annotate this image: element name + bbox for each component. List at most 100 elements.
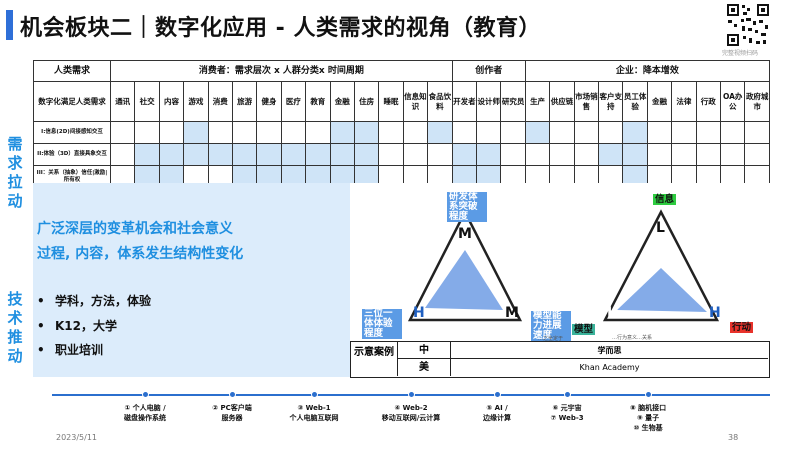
matrix-cell [573, 121, 600, 144]
matrix-cell [719, 121, 746, 144]
matrix-cell [695, 143, 722, 166]
matrix-cell [476, 143, 502, 166]
tag-action: 行动 [730, 322, 754, 333]
timeline-label-line: ⑤ AI / [486, 404, 508, 412]
side-label-demand: 需求拉动 [7, 135, 23, 210]
matrix-cell [256, 165, 282, 188]
timeline-dot [494, 391, 501, 398]
table-category-row: 数字化满足人类需求 通讯社交内容游戏消费旅游健身医疗教育金融住房睡眠信息知识食品… [33, 81, 770, 122]
category-header: 通讯 [109, 81, 136, 122]
category-header: 政府城市 [744, 81, 770, 122]
matrix-cell [329, 121, 355, 144]
matrix-cell [256, 121, 282, 144]
timeline-label: ④ Web-2 移动互联网/云计算 [382, 403, 441, 423]
qr-code-icon[interactable] [726, 3, 770, 47]
page-title: 机会板块二｜数字化应用 - 人类需求的视角（教育） [20, 16, 541, 41]
timeline-label-line: ⑩ 生物基 [633, 424, 663, 432]
matrix-cell [549, 121, 575, 144]
row-label: 数字化满足人类需求 [33, 81, 111, 122]
matrix-cell [329, 143, 355, 166]
matrix-cell [134, 121, 160, 144]
category-header: 客户支持 [598, 81, 624, 122]
matrix-cell [744, 121, 770, 144]
needs-matrix-table: 人类需求 消费者：需求层次 x 人群分类x 时间周期 创作者 企业：降本增效 数… [33, 60, 771, 188]
category-header: 信息知识 [402, 81, 429, 122]
left-radar-fill [425, 250, 503, 310]
right-left-level: H [607, 305, 619, 321]
matrix-cell [646, 121, 673, 144]
matrix-cell [598, 121, 624, 144]
matrix-cell [231, 121, 258, 144]
diagram-note: …之全定于 [538, 336, 564, 342]
matrix-cell [476, 121, 502, 144]
matrix-cell [549, 143, 575, 166]
matrix-cell [524, 143, 551, 166]
case-label: 示意案例 [351, 342, 398, 376]
matrix-cell [158, 143, 185, 166]
matrix-cell [280, 121, 307, 144]
page-number: 38 [728, 433, 739, 442]
timeline-label: ⑤ AI /边缘计算 [483, 403, 511, 423]
tag-trinity-experience: 三位一体体验程度 [362, 309, 402, 339]
matrix-cell [451, 165, 478, 188]
matrix-cell [719, 143, 746, 166]
matrix-cell [622, 143, 648, 166]
matrix-cell [500, 121, 526, 144]
category-header: 消费 [207, 81, 233, 122]
level-row: I:信息(2D)间接感知交互 [33, 121, 770, 144]
right-top-level: L [656, 220, 665, 236]
matrix-cell [305, 143, 331, 166]
matrix-cell [378, 143, 404, 166]
matrix-cell [378, 121, 404, 144]
timeline-label-line: ⑨ 量子 [636, 414, 660, 422]
table-header-row: 人类需求 消费者：需求层次 x 人群分类x 时间周期 创作者 企业：降本增效 [33, 60, 771, 82]
timeline-label-line: ⑧ 脑机接口 [629, 404, 667, 412]
matrix-cell [280, 143, 307, 166]
timeline-label-line: ① 个人电脑 / [124, 404, 166, 412]
matrix-cell [622, 121, 648, 144]
triangle-diagrams: M H M L H H [407, 209, 721, 322]
overlay-headline-2: 过程, 内容，体系发生结构性变化 [37, 246, 244, 262]
matrix-cell [183, 121, 209, 144]
timeline-label: ② PC客户端服务器 [212, 403, 252, 423]
category-header: 内容 [158, 81, 185, 122]
matrix-cell [183, 143, 209, 166]
timeline-dot [142, 391, 149, 398]
category-header: 生产 [524, 81, 551, 122]
timeline-label: ⑧ 脑机接口 ⑨ 量子 ⑩ 生物基 [630, 403, 666, 433]
left-top-level: M [458, 226, 472, 242]
timeline-label-line: ⑥ 元宇宙 [552, 404, 582, 412]
left-triangle [407, 209, 523, 322]
category-header: 社交 [134, 81, 160, 122]
timeline-label: ① 个人电脑 /磁盘操作系统 [124, 403, 166, 423]
level-row: II:体验（3D）直接具象交互 [33, 143, 770, 166]
category-header: 员工体验 [622, 81, 648, 122]
case-value-us: Khan Academy [579, 363, 640, 372]
case-box: 示意案例 中 学而思 美 Khan Academy [350, 341, 770, 378]
category-header: 旅游 [231, 81, 258, 122]
left-right-level: M [505, 305, 519, 321]
matrix-cell [402, 121, 429, 144]
matrix-cell [305, 121, 331, 144]
timeline-label-line: ② PC客户端 [212, 404, 252, 412]
header-consumer: 消费者：需求层次 x 人群分类x 时间周期 [110, 60, 453, 82]
level-label: I:信息(2D)间接感知交互 [33, 121, 111, 144]
matrix-cell [427, 121, 453, 144]
level-label: II:体验（3D）直接具象交互 [33, 143, 111, 166]
timeline-dot [408, 391, 415, 398]
timeline-dot [564, 391, 571, 398]
matrix-cell [256, 143, 282, 166]
timeline-label-line: ④ Web-2 [394, 404, 428, 412]
tag-research-breakthrough: 研发体系突破程度 [447, 192, 487, 222]
case-mark-us: 美 [398, 359, 451, 376]
matrix-cell [109, 121, 136, 144]
header-creator: 创作者 [451, 60, 526, 82]
timeline-dot [311, 391, 318, 398]
bullet-item: 职业培训 [37, 341, 103, 358]
timeline-label-line: 移动互联网/云计算 [381, 414, 441, 422]
category-header: 游戏 [183, 81, 209, 122]
matrix-cell [695, 121, 722, 144]
category-header: 睡眠 [378, 81, 404, 122]
case-mark-cn: 中 [398, 342, 451, 359]
